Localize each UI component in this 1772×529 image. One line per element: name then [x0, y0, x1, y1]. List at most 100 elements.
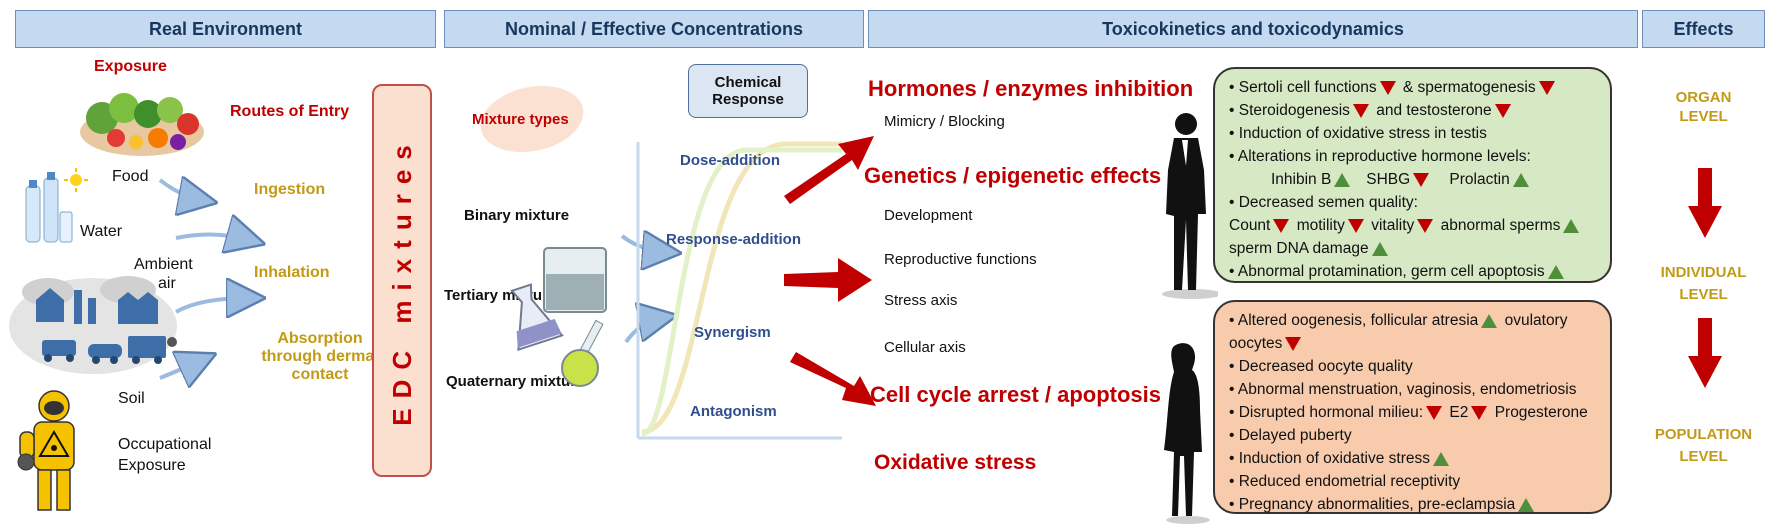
population-level-line-2: LEVEL [1679, 448, 1728, 465]
water-label: Water [80, 223, 123, 240]
ambient-air-label-2: air [158, 275, 176, 292]
male-line-2: • Steroidogenesis and testosterone [1229, 102, 1514, 120]
female-line-4: • Abnormal menstruation, vaginosis, endo… [1229, 381, 1577, 398]
male-line-1: • Sertoli cell functions & spermatogenes… [1229, 79, 1558, 97]
progesterone-text: Progesterone [1494, 404, 1588, 421]
up-arrow-icon [1371, 241, 1388, 256]
stress-axis-label: Stress axis [884, 292, 958, 309]
mimicry-label: Mimicry / Blocking [884, 113, 1005, 130]
abnormal-sperms-text: abnormal sperms [1440, 217, 1561, 234]
cellular-axis-label: Cellular axis [884, 339, 966, 356]
binary-mixture-label: Binary mixture [464, 207, 570, 224]
sun-icon [64, 168, 88, 192]
count-text: Count [1229, 217, 1271, 234]
down-arrow-icon [1426, 405, 1443, 420]
header-real-environment: Real Environment [15, 10, 436, 48]
red-arrows-layer [784, 136, 876, 406]
absorption-line-3: contact [291, 366, 349, 383]
down-arrow-icon [1352, 103, 1369, 118]
header-effects: Effects [1642, 10, 1765, 48]
synergism-label: Synergism [694, 324, 771, 341]
steroidogenesis-text: • Steroidogenesis [1229, 102, 1350, 119]
female-line-2: oocytes [1229, 335, 1304, 353]
chemical-response-box: Chemical Response [688, 64, 808, 118]
down-arrow-icon [1494, 103, 1511, 118]
organ-level-line-1: ORGAN [1675, 89, 1732, 106]
soil-label: Soil [118, 390, 145, 407]
red-arrow-right [784, 258, 872, 302]
effects-arrow-down-1 [1688, 168, 1722, 238]
female-line-3: • Decreased oocyte quality [1229, 358, 1413, 375]
female-effects-box: • Altered oogenesis, follicular atresia … [1213, 300, 1612, 514]
testosterone-text: and testosterone [1376, 102, 1492, 119]
male-line-7: Count motility vitality abnormal sperms [1229, 217, 1582, 235]
up-arrow-icon [1518, 497, 1535, 512]
arrow-quaternary-synergism [624, 318, 662, 344]
female-line-7: • Induction of oxidative stress [1229, 450, 1452, 468]
dna-damage-text: sperm DNA damage [1229, 240, 1369, 257]
cell-cycle-label: Cell cycle arrest / apoptosis [870, 382, 1162, 407]
red-arrow-down [790, 352, 876, 406]
dose-addition-label: Dose-addition [680, 152, 780, 169]
food-label: Food [112, 168, 149, 185]
female-line-9: • Pregnancy abnormalities, pre-eclampsia [1229, 496, 1537, 514]
down-arrow-icon [1413, 172, 1430, 187]
female-line-6: • Delayed puberty [1229, 427, 1352, 444]
sertoli-text: • Sertoli cell functions [1229, 79, 1377, 96]
down-arrow-icon [1379, 80, 1396, 95]
organ-level-label: ORGAN LEVEL [1642, 88, 1765, 126]
male-line-3: • Induction of oxidative stress in testi… [1229, 125, 1487, 142]
down-arrow-icon [1538, 80, 1555, 95]
mixture-types-blob [480, 85, 584, 153]
inhibin-text: Inhibin B [1271, 171, 1332, 188]
down-arrow-icon [1347, 218, 1364, 233]
red-arrow-up [784, 136, 874, 204]
chemical-response-line-1: Chemical [714, 74, 782, 91]
antagonism-label: Antagonism [690, 403, 777, 420]
motility-text: motility [1296, 217, 1345, 234]
man-silhouette-icon [1162, 113, 1218, 299]
down-arrow-icon [1417, 218, 1434, 233]
oxidative-stress-label: Oxidative stress [874, 451, 1037, 474]
header-nominal-concentrations: Nominal / Effective Concentrations [444, 10, 864, 48]
male-line-4: • Alterations in reproductive hormone le… [1229, 148, 1531, 165]
glassware-icon [510, 247, 607, 387]
male-line-8: sperm DNA damage [1229, 240, 1391, 258]
effects-arrow-down-2 [1688, 318, 1722, 388]
down-arrow-icon [1471, 405, 1488, 420]
response-addition-label: Response-addition [666, 231, 802, 248]
female-line-1: • Altered oogenesis, follicular atresia … [1229, 312, 1567, 330]
male-line-5: Inhibin B SHBG Prolactin [1271, 171, 1532, 189]
inhalation-label: Inhalation [254, 264, 330, 281]
dose-response-curves [636, 141, 842, 440]
population-level-label: POPULATION LEVEL [1642, 424, 1765, 468]
down-arrow-icon [1285, 336, 1302, 351]
female-line-5: • Disrupted hormonal milieu: E2 Progeste… [1229, 404, 1588, 422]
arrow-water-ingestion [175, 234, 250, 240]
male-effects-box: • Sertoli cell functions & spermatogenes… [1213, 67, 1612, 283]
development-label: Development [884, 207, 973, 224]
edc-mixtures-label: EDC mixtures [386, 135, 417, 426]
header-toxicokinetics: Toxicokinetics and toxicodynamics [868, 10, 1638, 48]
protamination-text: • Abnormal protamination, germ cell apop… [1229, 263, 1545, 280]
arrow-food-ingestion [158, 180, 202, 200]
exposure-label: Exposure [94, 58, 167, 75]
individual-level-line-2: LEVEL [1679, 286, 1728, 303]
chemical-response-line-2: Response [712, 91, 784, 108]
prolactin-text: Prolactin [1449, 171, 1510, 188]
arrow-soil-absorption [159, 360, 202, 378]
individual-level-label: INDIVIDUAL LEVEL [1642, 262, 1765, 306]
up-arrow-icon [1433, 451, 1450, 466]
arrow-binary-response [620, 236, 666, 252]
shbg-text: SHBG [1366, 171, 1411, 188]
genetics-label: Genetics / epigenetic effects [864, 163, 1162, 188]
up-arrow-icon [1334, 172, 1351, 187]
absorption-line-1: Absorption [277, 330, 363, 347]
male-line-6: • Decreased semen quality: [1229, 194, 1418, 211]
pregnancy-text: • Pregnancy abnormalities, pre-eclampsia [1229, 496, 1516, 513]
up-arrow-icon [1563, 218, 1580, 233]
ingestion-label: Ingestion [254, 181, 326, 198]
population-level-line-1: POPULATION [1654, 426, 1753, 443]
absorption-label: Absorption through dermal contact [260, 330, 380, 384]
